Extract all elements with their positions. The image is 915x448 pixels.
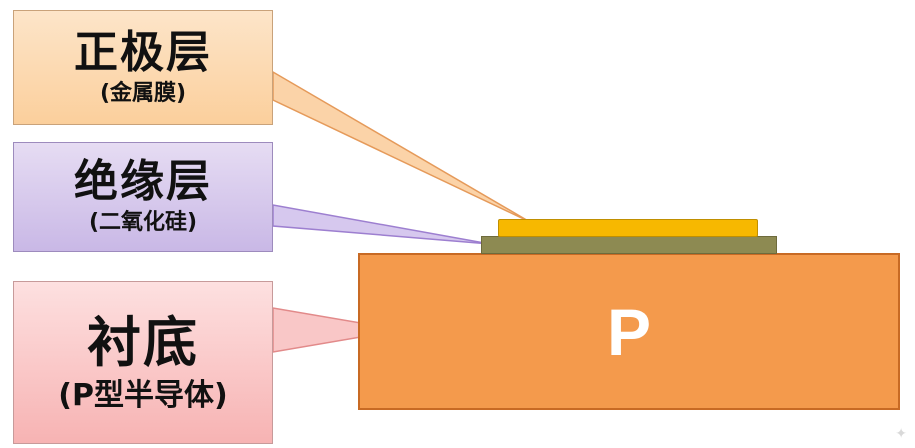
anode-callout-wedge bbox=[272, 70, 531, 223]
anode-subtitle: (金属膜) bbox=[99, 80, 187, 106]
p-substrate-block: P bbox=[358, 253, 900, 410]
insulator-subtitle: (二氧化硅) bbox=[88, 210, 198, 235]
substrate-title: 衬底 bbox=[87, 310, 199, 374]
oxide-layer bbox=[481, 236, 777, 254]
insulator-label-box: 绝缘层 (二氧化硅) bbox=[13, 142, 273, 252]
substrate-subtitle: (P型半导体) bbox=[58, 377, 228, 413]
substrate-letter: P bbox=[606, 294, 652, 369]
metal-layer bbox=[498, 219, 758, 237]
watermark-icon: ✦ bbox=[895, 426, 907, 442]
insulator-title: 绝缘层 bbox=[74, 156, 212, 207]
substrate-callout-wedge bbox=[272, 307, 403, 353]
insulator-callout-wedge bbox=[272, 204, 491, 245]
anode-label-box: 正极层 (金属膜) bbox=[13, 10, 273, 125]
anode-title: 正极层 bbox=[74, 26, 212, 78]
substrate-label-box: 衬底 (P型半导体) bbox=[13, 281, 273, 444]
